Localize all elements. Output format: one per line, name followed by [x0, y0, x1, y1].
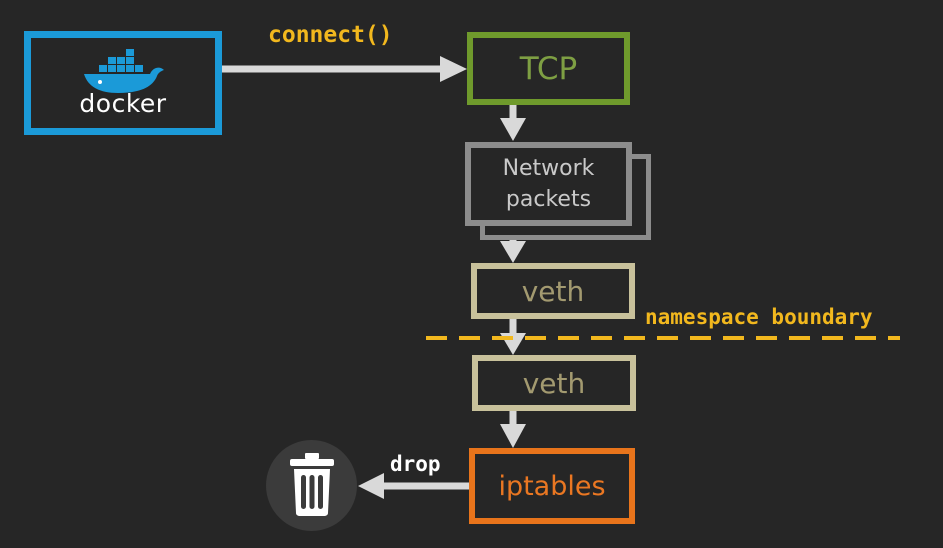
docker-whale-icon — [84, 48, 164, 93]
network-packets-node: Network packets — [465, 142, 632, 226]
tcp-label: TCP — [519, 50, 578, 87]
connect-label: connect() — [268, 22, 393, 48]
docker-node: docker — [24, 31, 222, 135]
network-packets-label: Network packets — [502, 156, 595, 212]
drop-arrow — [358, 473, 469, 499]
trash-can-icon — [290, 453, 334, 516]
iptables-label: iptables — [498, 470, 606, 502]
trash-node — [266, 440, 357, 531]
veth-outer-label: veth — [521, 274, 585, 308]
veth-to-iptables-arrow — [500, 410, 526, 448]
veth-inner-label: veth — [522, 366, 586, 400]
veth-node-inner: veth — [472, 355, 636, 411]
iptables-node: iptables — [469, 448, 635, 524]
veth-node-outer: veth — [471, 263, 635, 319]
connect-arrow — [222, 56, 467, 82]
tcp-to-packets-arrow — [500, 104, 526, 141]
drop-label: drop — [390, 452, 441, 476]
tcp-node: TCP — [467, 32, 630, 105]
namespace-boundary-label: namespace boundary — [645, 305, 873, 329]
docker-label: docker — [79, 88, 167, 118]
